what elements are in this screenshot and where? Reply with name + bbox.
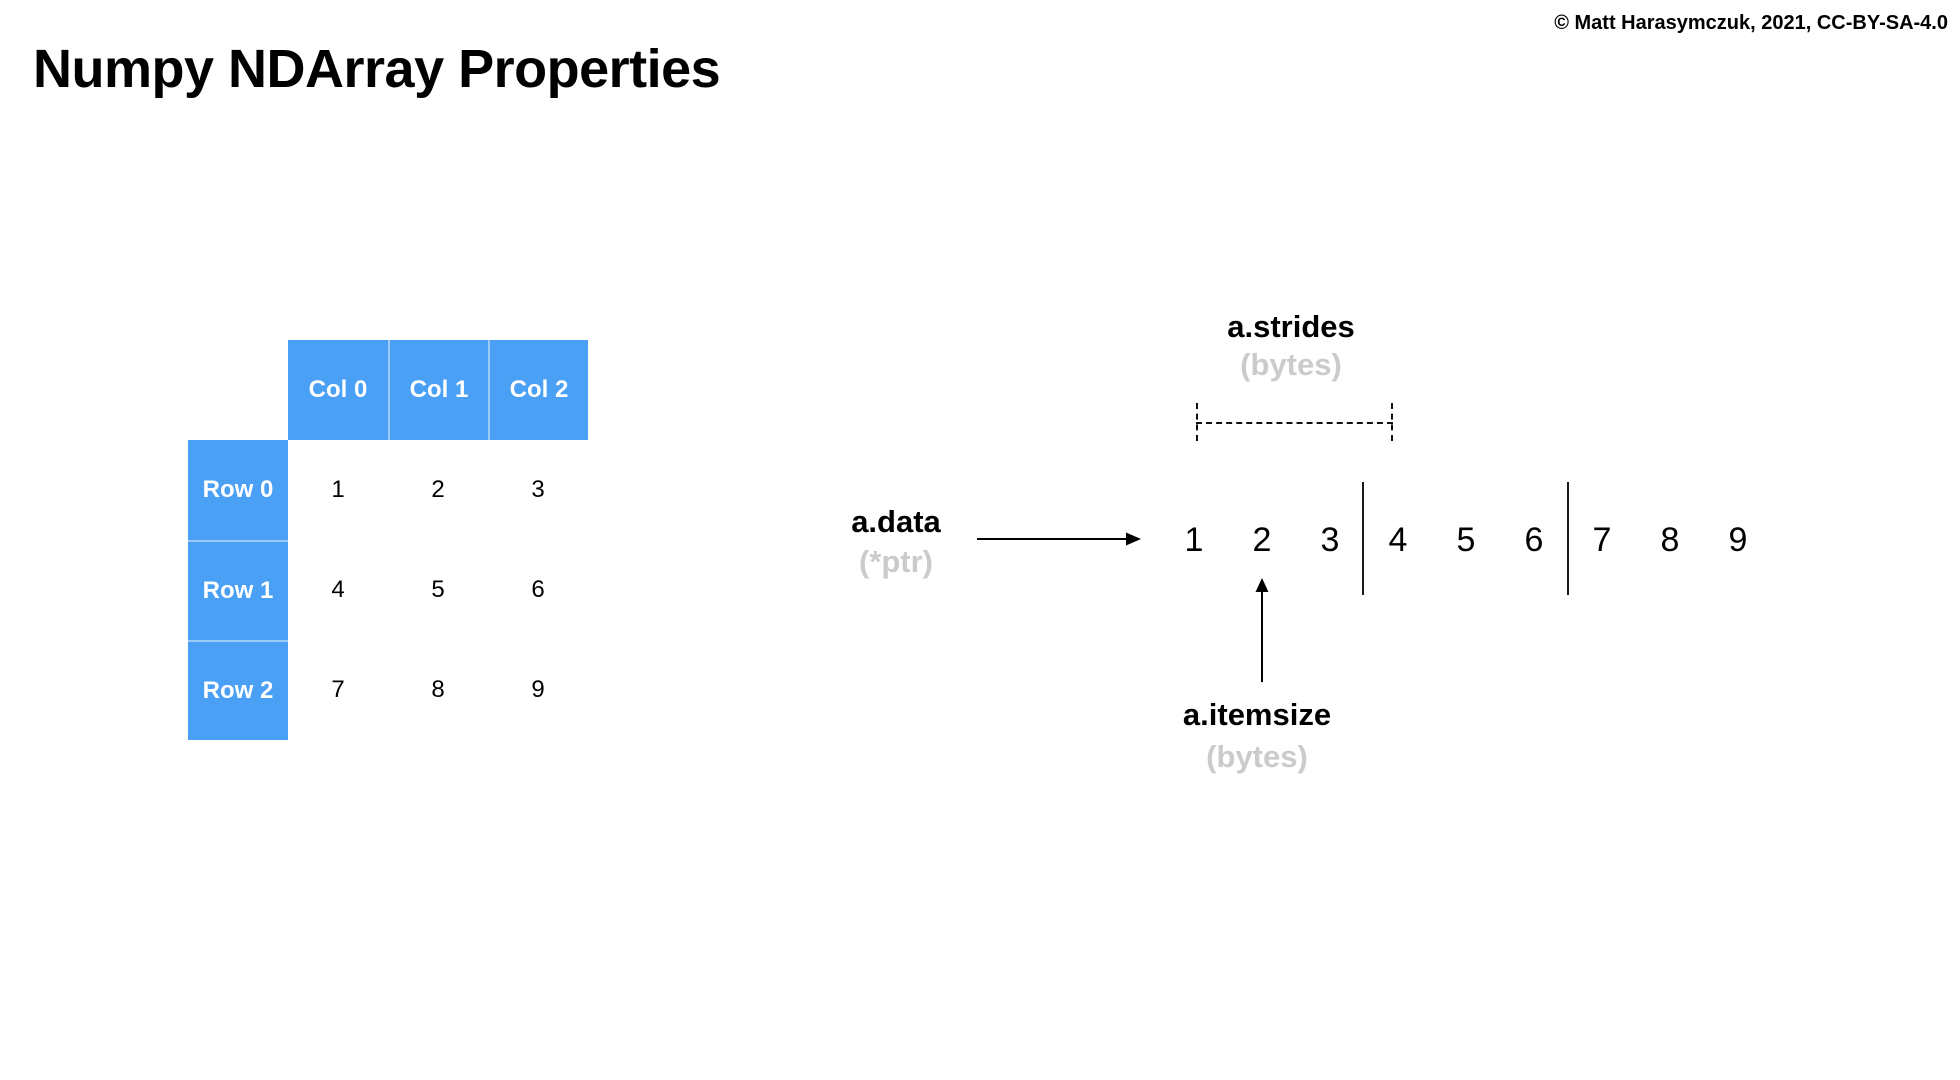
row-break-divider-2	[1567, 482, 1569, 595]
matrix-cell-1-0: 4	[288, 540, 388, 640]
page-title: Numpy NDArray Properties	[33, 39, 721, 99]
data-pointer-label: (*ptr)	[858, 544, 934, 579]
memory-cell: 9	[1728, 521, 1748, 559]
memory-cell: 5	[1456, 521, 1476, 559]
col-header-1: Col 1	[388, 340, 488, 440]
strides-bracket-span	[1196, 422, 1393, 424]
memory-strip: 1 2 3 4 5 6 7 8 9	[1160, 513, 1772, 567]
memory-cell: 7	[1592, 521, 1612, 559]
matrix-cell-0-2: 3	[488, 440, 588, 540]
strides-bracket	[1196, 403, 1393, 441]
itemsize-unit-label: (bytes)	[1206, 739, 1308, 774]
memory-cell: 1	[1184, 521, 1204, 559]
memory-cell: 6	[1524, 521, 1544, 559]
memory-cell: 2	[1252, 521, 1272, 559]
matrix-cell-0-0: 1	[288, 440, 388, 540]
memory-cell: 3	[1320, 521, 1340, 559]
col-header-2: Col 2	[488, 340, 588, 440]
row-break-divider-1	[1362, 482, 1364, 595]
table-corner-cell	[188, 340, 288, 440]
data-pointer-arrow	[977, 532, 1141, 546]
copyright-notice: © Matt Harasymczuk, 2021, CC-BY-SA-4.0	[1554, 12, 1948, 34]
memory-cell: 4	[1388, 521, 1408, 559]
row-header-0: Row 0	[188, 440, 288, 540]
itemsize-label: a.itemsize	[1182, 697, 1332, 732]
data-label: a.data	[851, 504, 941, 539]
matrix-cell-1-2: 6	[488, 540, 588, 640]
strides-unit-label: (bytes)	[1240, 347, 1342, 382]
strides-label: a.strides	[1227, 309, 1355, 344]
itemsize-arrow	[1255, 578, 1269, 682]
strides-bracket-right-tick	[1391, 403, 1393, 441]
matrix-cell-0-1: 2	[388, 440, 488, 540]
memory-cell: 8	[1660, 521, 1680, 559]
matrix-cell-1-1: 5	[388, 540, 488, 640]
row-header-2: Row 2	[188, 640, 288, 740]
matrix-cell-2-0: 7	[288, 640, 388, 740]
row-header-1: Row 1	[188, 540, 288, 640]
matrix-cell-2-1: 8	[388, 640, 488, 740]
col-header-0: Col 0	[288, 340, 388, 440]
matrix-cell-2-2: 9	[488, 640, 588, 740]
matrix-table: Col 0 Col 1 Col 2 Row 0 1 2 3 Row 1 4 5 …	[188, 340, 588, 740]
